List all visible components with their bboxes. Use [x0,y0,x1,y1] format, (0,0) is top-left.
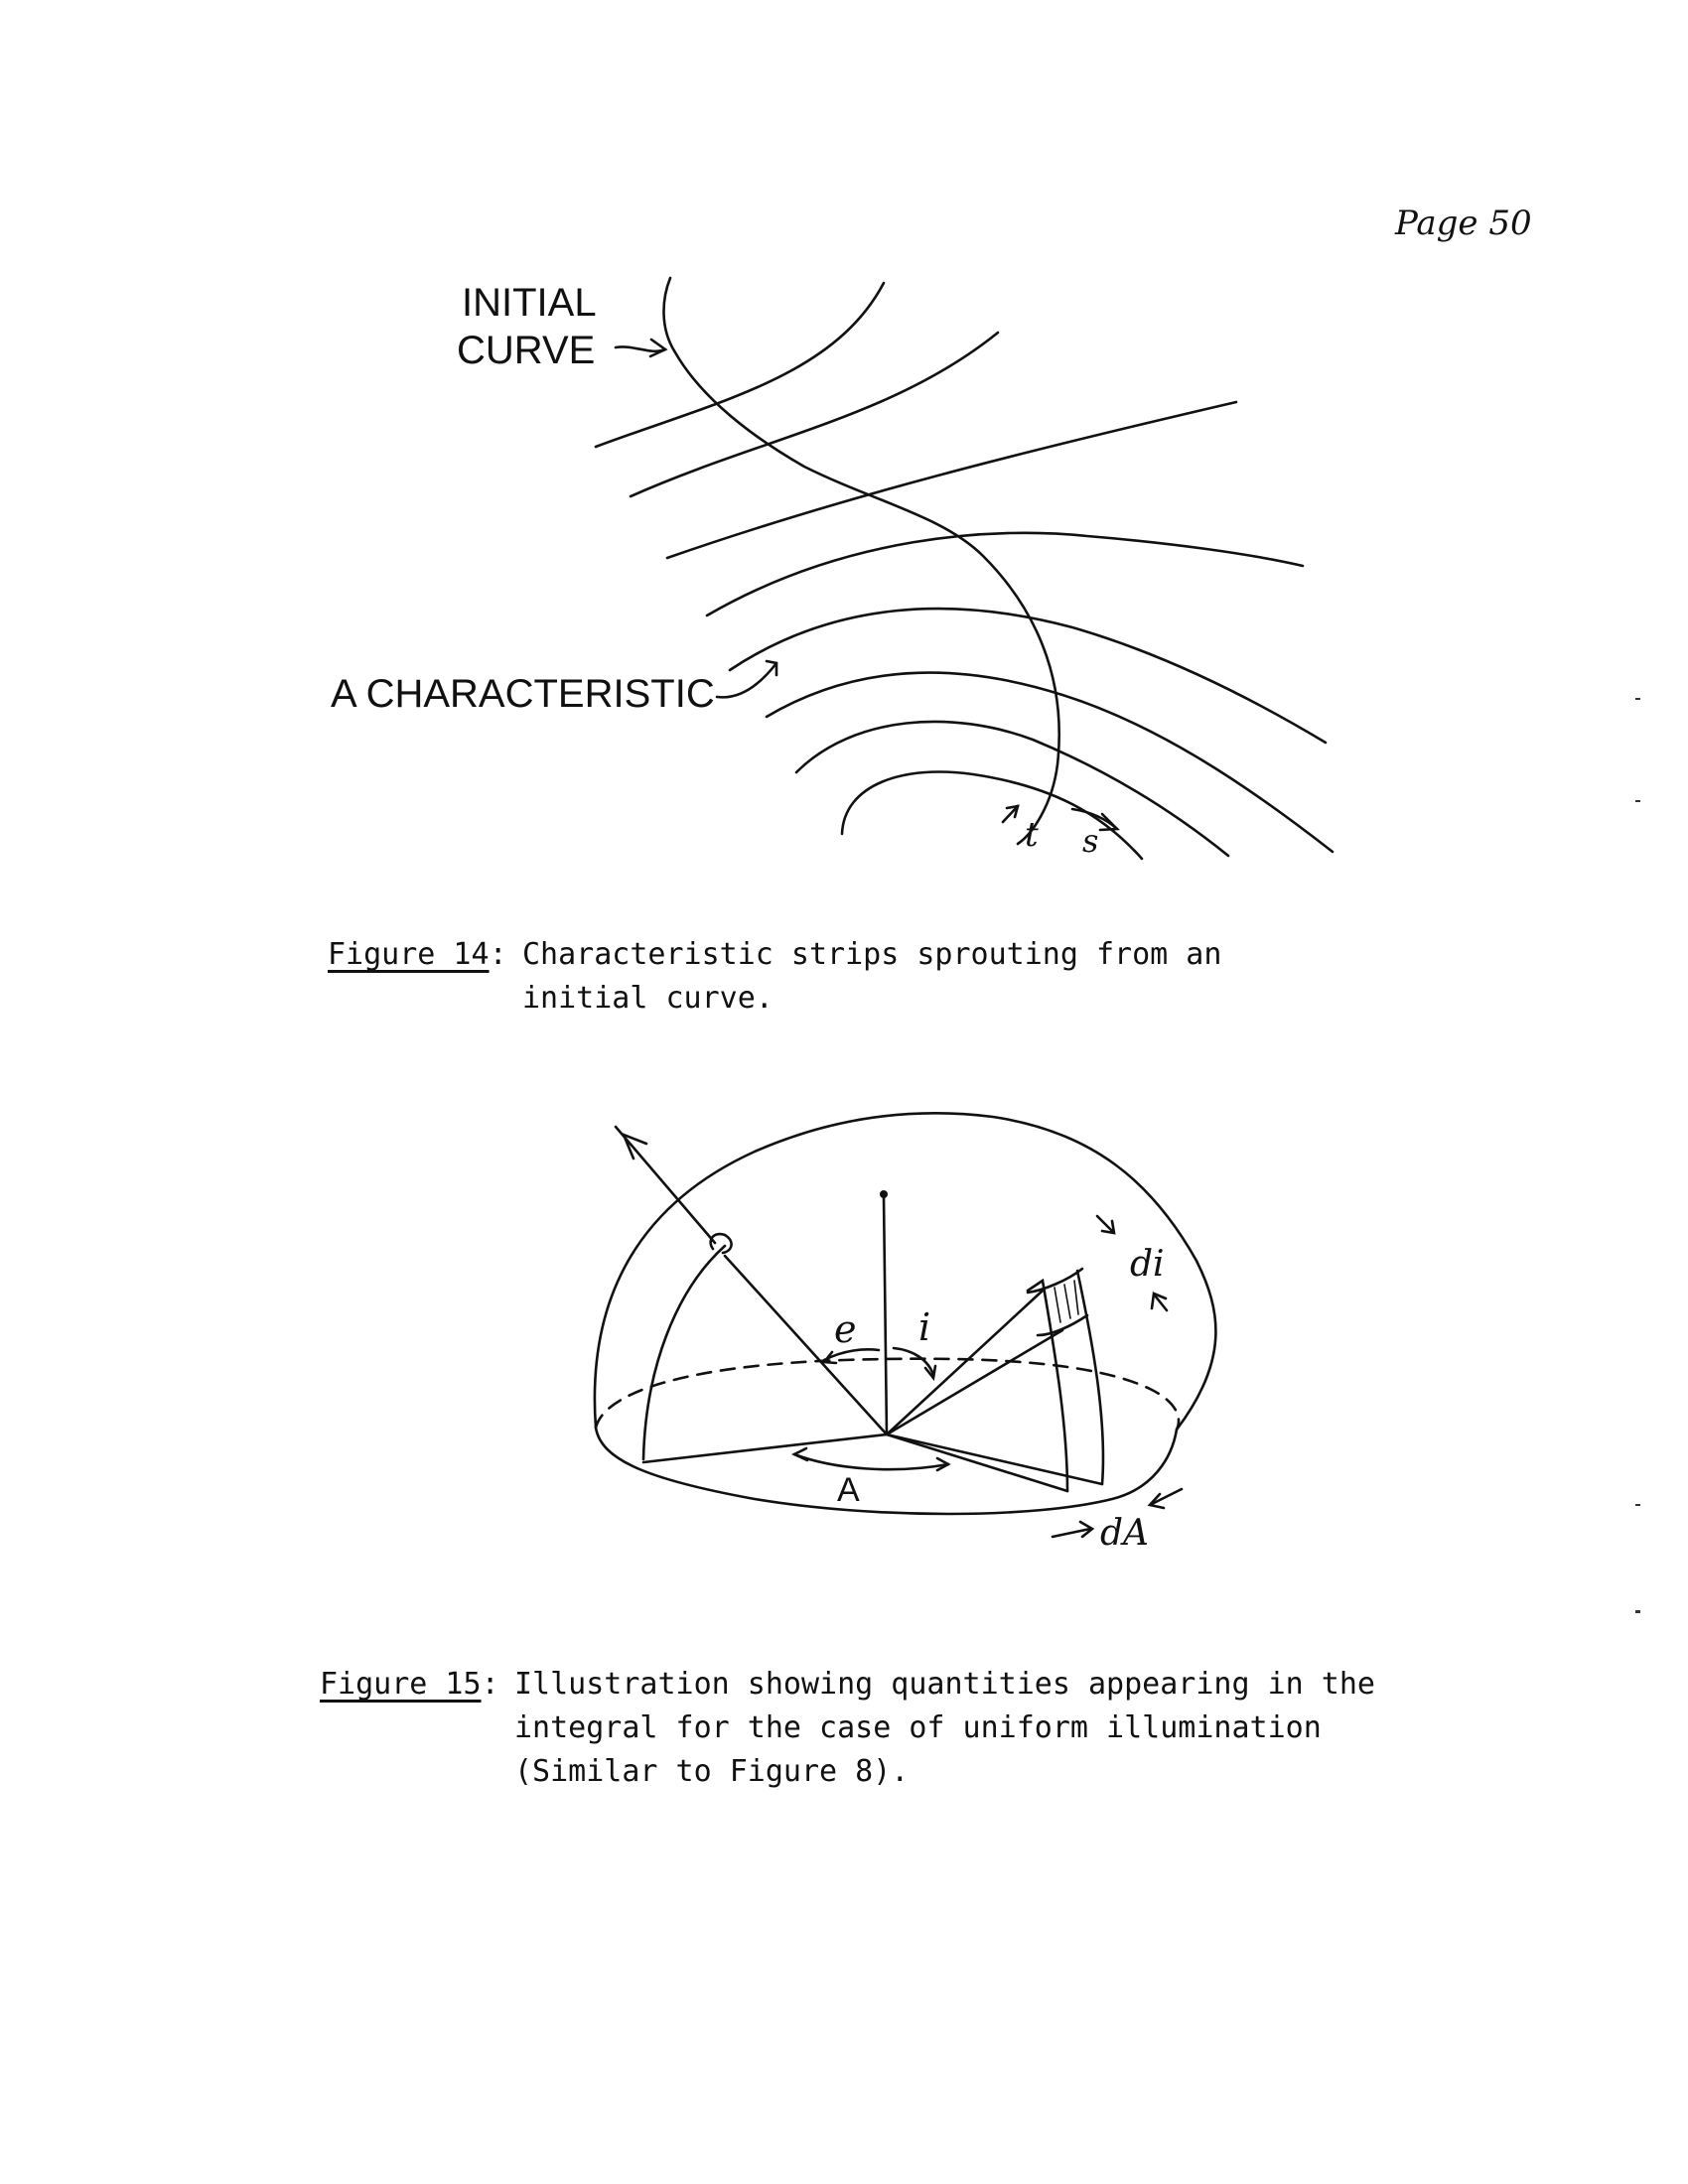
strip-boundary-2 [1075,1269,1105,1486]
hatched-patch [1044,1280,1079,1326]
characteristic-line-8 [840,770,1144,861]
initial-curve-pointer-head [648,338,668,358]
base-ellipse-front [594,1426,1179,1516]
figure-14-caption-line-2: initial curve. [522,981,774,1016]
emission-point-marker [709,1232,733,1255]
page-number: Page 50 [1395,204,1532,243]
hemisphere-outline [593,1112,1217,1432]
figure-14-caption-body: Characteristic strips sprouting from an … [522,933,1336,1021]
figure-15-tag-colon: : [481,1667,499,1702]
figure-14-tag: Figure 14: [328,933,507,977]
strip-bottom [1036,1313,1089,1337]
scan-speck [1635,1504,1640,1506]
scan-speck [1635,800,1640,802]
angle-i-arc [892,1346,935,1377]
angle-e-label: e [834,1307,857,1351]
initial-label-line1: INITIAL [462,281,597,325]
characteristic-line-7 [794,720,1230,858]
azimuth-arc [792,1452,950,1471]
characteristic-line-5 [728,607,1328,745]
incident-ray-1 [885,1289,1045,1436]
azimuth-label: A [837,1471,860,1509]
characteristic-pointer-head [765,659,778,677]
characteristic-line-3 [665,400,1238,560]
characteristic-line-2 [629,331,1000,498]
figure-15-caption: Figure 15: Illustration showing quantiti… [320,1663,1412,1812]
zenith-point [880,1190,888,1198]
ground-line-right-1 [885,1433,1069,1493]
figure-14-caption: Figure 14: Characteristic strips sprouti… [328,933,1420,1032]
incident-ray-2 [885,1328,1064,1436]
emission-meridian [641,1244,727,1461]
azimuth-head-left [790,1446,809,1462]
s-arrow-head [1098,812,1120,832]
angle-i-label: i [918,1305,930,1349]
t-label: t [1025,815,1039,855]
figure-15-caption-body: Illustration showing quantities appearin… [514,1663,1375,1794]
di-arrow-top-head [1100,1219,1116,1235]
figure-15-caption-line-1: Illustration showing quantities appearin… [514,1667,1375,1702]
surface-normal [882,1194,889,1436]
characteristic-line-6 [765,671,1335,854]
figure-15-caption-line-3: (Similar to Figure 8). [514,1754,910,1789]
angle-e-head [821,1350,838,1365]
dA-label: dA [1100,1513,1149,1554]
di-arrow-top [1095,1214,1114,1233]
characteristic-label: A CHARACTERISTIC [331,672,715,716]
characteristic-line-1 [594,281,886,449]
di-arrow-bottom-head [1150,1292,1168,1310]
scan-speck [1635,698,1640,700]
figure-15-tag: Figure 15: [320,1663,499,1706]
t-arrow-head [1005,804,1020,819]
strip-top [1026,1267,1084,1295]
dA-arrow-left-head [1078,1520,1095,1539]
figure-15-caption-line-2: integral for the case of uniform illumin… [514,1710,1322,1745]
di-label: di [1130,1244,1165,1285]
initial-curve [662,276,1060,846]
characteristic-line-4 [705,531,1305,617]
emission-ray-head [621,1132,648,1160]
horizon-ellipse-back [594,1357,1181,1432]
angle-i-head [923,1364,937,1382]
azimuth-head-right [935,1456,951,1472]
t-arrow [1001,804,1020,824]
dA-arrow-right [1150,1487,1184,1506]
scan-speck [1635,1610,1640,1613]
s-label: s [1082,822,1098,860]
ground-line-left [641,1433,889,1464]
figure-14-tag-text: Figure 14 [328,937,490,972]
emission-ray [723,1254,889,1436]
di-arrow-bottom [1153,1294,1169,1312]
figure-14-caption-line-1: Characteristic strips sprouting from an [522,937,1222,972]
initial-label-line2: CURVE [457,329,595,372]
dA-arrow-left [1051,1527,1092,1539]
figure-14-tag-colon: : [489,937,507,972]
characteristic-pointer [715,661,778,699]
emission-ray-outgoing [614,1125,717,1245]
figure-15-tag-text: Figure 15 [320,1667,482,1702]
ground-line-right-2 [885,1433,1104,1486]
dA-arrow-right-head [1147,1492,1166,1510]
